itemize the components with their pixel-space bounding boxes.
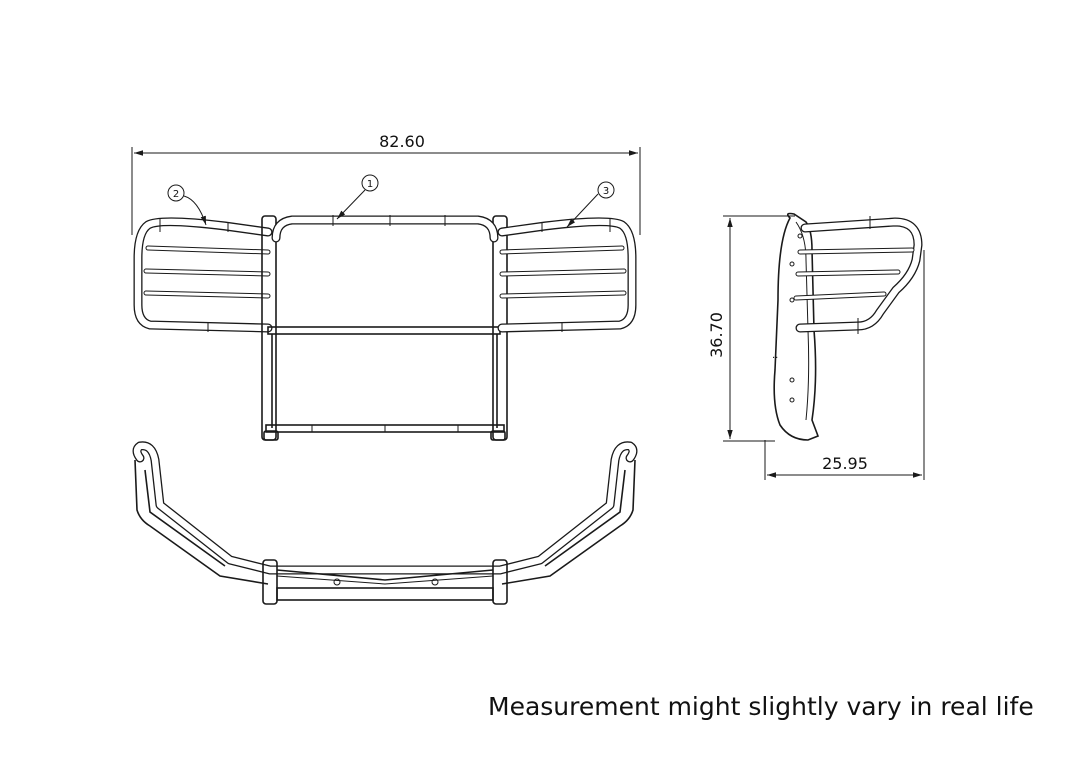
callout-2: 2 <box>167 184 207 226</box>
depth-dimension: 25.95 <box>764 250 925 480</box>
height-label: 36.70 <box>707 312 726 358</box>
height-dimension: 36.70 <box>707 215 795 442</box>
top-view <box>132 441 638 605</box>
callout-1: 1 <box>336 174 379 220</box>
measurement-disclaimer: Measurement might slightly vary in real … <box>488 692 1034 721</box>
left-wing-guard <box>133 217 273 333</box>
depth-label: 25.95 <box>822 454 868 473</box>
callout-2-label: 2 <box>173 189 179 200</box>
callout-3-label: 3 <box>603 186 609 197</box>
side-view: 36.70 25.95 .. <box>707 212 925 480</box>
width-label: 82.60 <box>379 132 425 151</box>
callout-3: 3 <box>566 181 615 228</box>
width-dimension: 82.60 <box>131 132 641 235</box>
right-wing-guard <box>497 217 637 333</box>
front-view: 82.60 <box>131 132 641 441</box>
svg-text:..: .. <box>772 350 778 361</box>
callout-1-label: 1 <box>367 179 373 190</box>
center-grille-frame <box>261 215 508 441</box>
